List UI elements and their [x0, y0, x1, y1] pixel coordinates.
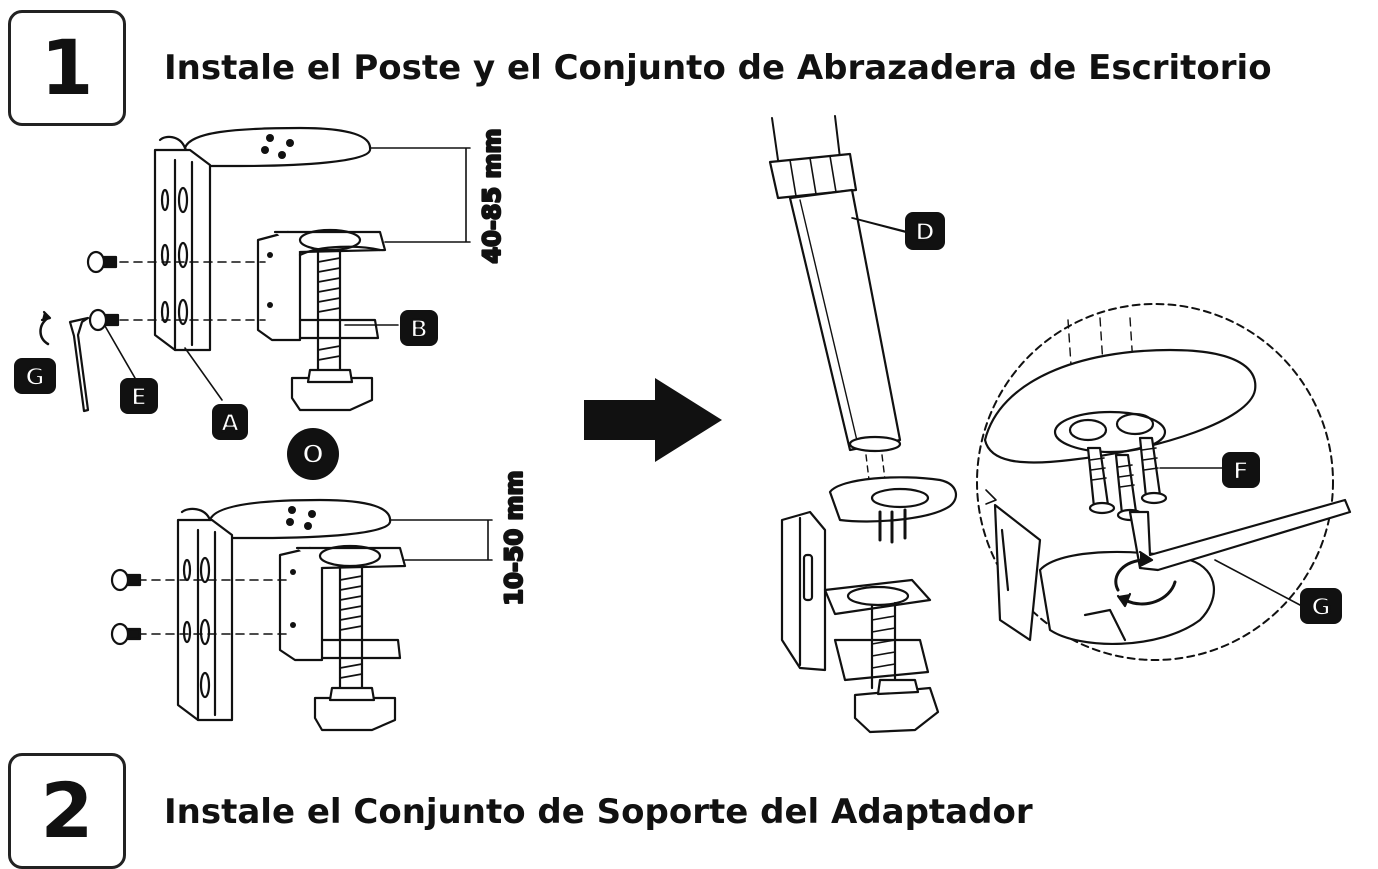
step-1-number-box: 1 [8, 10, 126, 126]
detail-zoom-circle [976, 303, 1352, 661]
label-d: D [905, 212, 945, 250]
label-a-text: A [221, 409, 240, 437]
label-g-right-text: G [1311, 593, 1331, 621]
upper-desk-clamp [39, 126, 471, 413]
label-f: F [1222, 452, 1260, 488]
dimension-40-85: 40-85 mm [478, 128, 506, 263]
step-2-number-box: 2 [8, 753, 126, 869]
step-1-number: 1 [40, 23, 94, 112]
label-g-left-text: G [25, 363, 45, 391]
label-g-left: G [14, 358, 56, 394]
or-badge: O [287, 428, 339, 480]
or-text: O [302, 440, 324, 470]
label-g-right: G [1300, 588, 1342, 624]
label-d-text: D [915, 218, 935, 246]
label-a: A [212, 404, 248, 440]
label-f-text: F [1233, 457, 1249, 485]
dimension-10-50: 10-50 mm [500, 470, 528, 605]
label-e: E [120, 378, 158, 414]
label-b: B [400, 310, 438, 346]
pole-assembly [768, 115, 958, 734]
step-1-title: Instale el Poste y el Conjunto de Abraza… [164, 48, 1272, 88]
step-2-number: 2 [40, 766, 94, 855]
label-e-text: E [131, 383, 147, 411]
step-2-title: Instale el Conjunto de Soporte del Adapt… [164, 792, 1033, 832]
label-b-text: B [410, 315, 428, 343]
lower-desk-clamp [110, 498, 493, 732]
direction-arrow [584, 378, 722, 462]
